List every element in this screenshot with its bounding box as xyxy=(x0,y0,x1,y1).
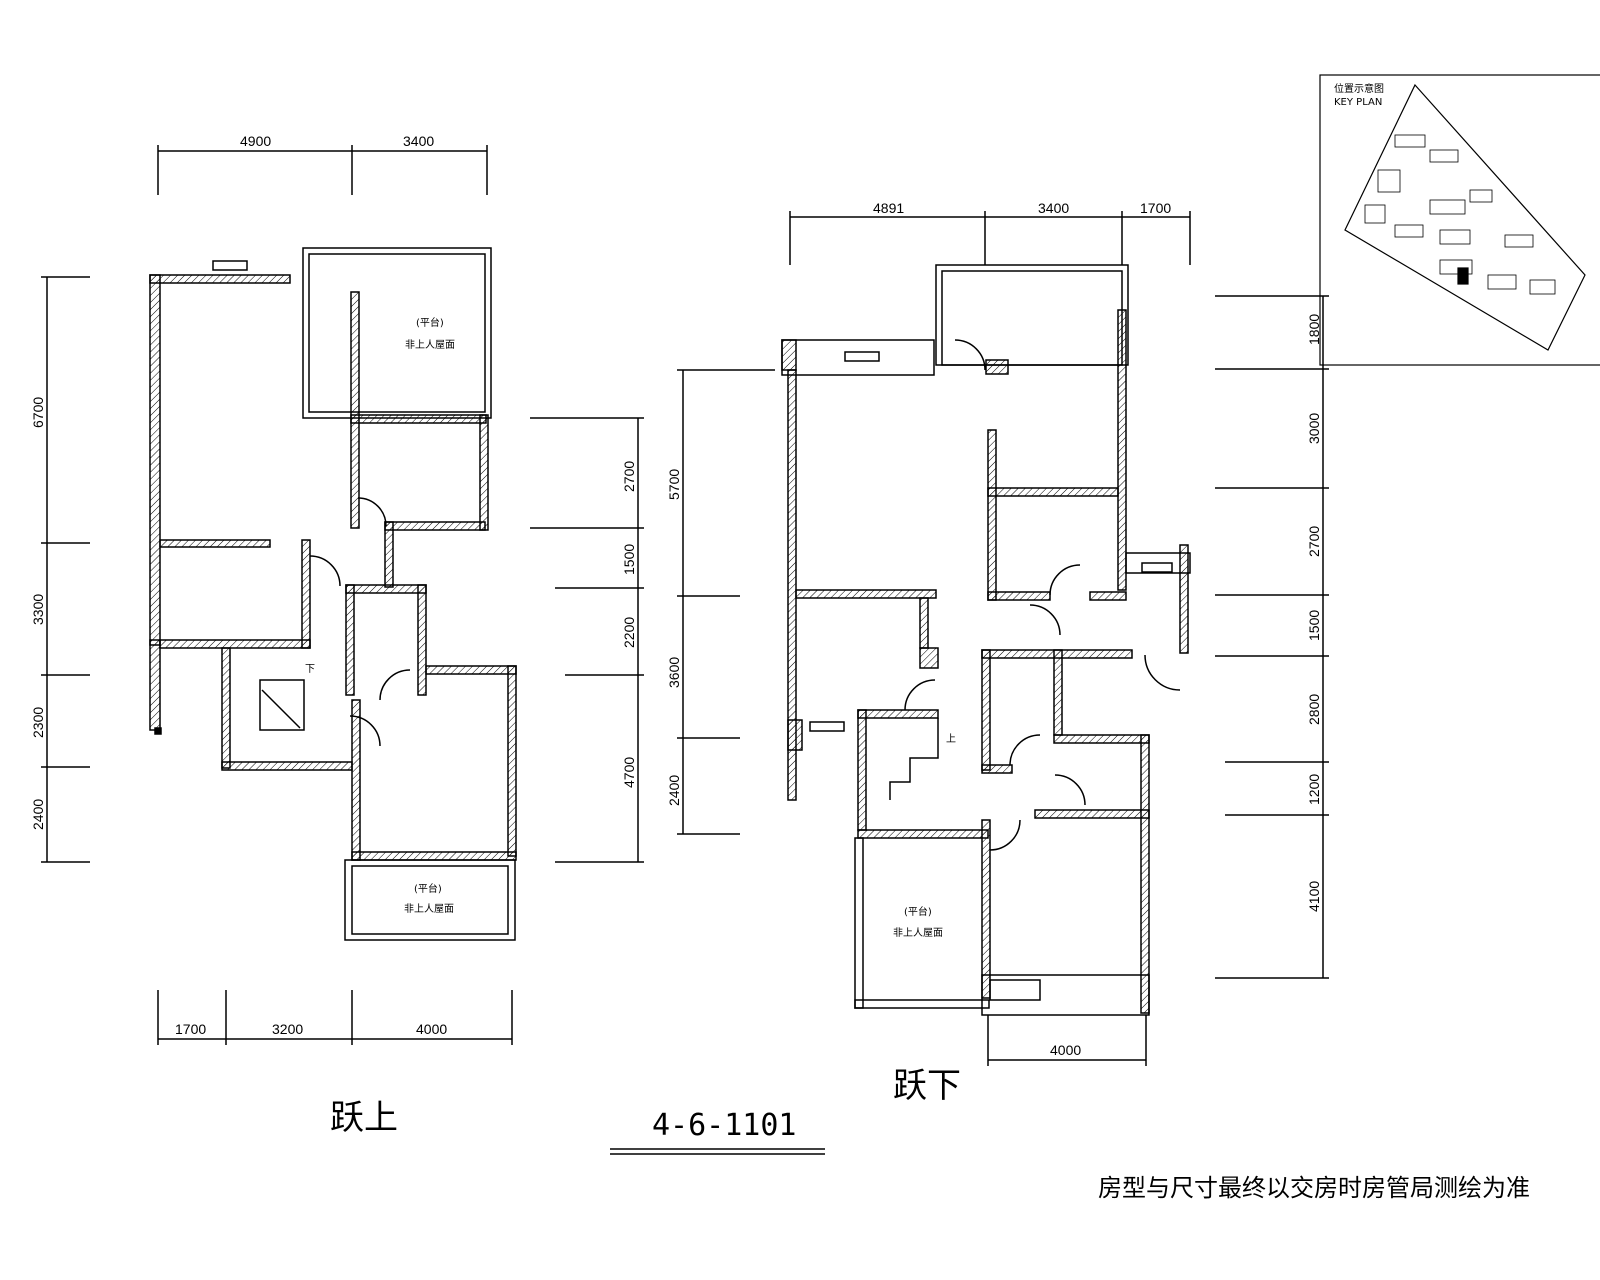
upper-dim-bottom-3: 4000 xyxy=(416,1021,447,1037)
lower-plan-label: 跃下 xyxy=(893,1066,961,1106)
upper-stair-mark: 下 xyxy=(305,664,315,675)
upper-floor-plan xyxy=(41,145,644,1045)
upper-dim-right-4: 4700 xyxy=(621,757,637,788)
upper-dim-left-1: 6700 xyxy=(30,397,46,428)
lower-dim-right-1: 1800 xyxy=(1306,314,1322,345)
upper-dim-top-2: 3400 xyxy=(403,133,434,149)
lower-stair-mark: 上 xyxy=(946,733,956,745)
lower-doors xyxy=(904,339,1181,851)
lower-dim-right-5: 2800 xyxy=(1306,694,1322,725)
key-plan-title: 位置示意图 KEY PLAN xyxy=(1334,83,1384,109)
lower-walls xyxy=(781,264,1191,1016)
upper-dim-left-3: 2300 xyxy=(30,707,46,738)
lower-dim-top-3: 1700 xyxy=(1140,200,1171,216)
upper-bottom-dimension-line xyxy=(157,990,513,1045)
lower-dim-top-1: 4891 xyxy=(873,200,904,216)
upper-dimension-labels: 4900 3400 1700 3200 4000 6700 3300 2300 … xyxy=(30,133,637,1037)
upper-dim-right-1: 2700 xyxy=(621,461,637,492)
upper-doors xyxy=(309,497,411,747)
unit-title-underline xyxy=(610,1148,825,1155)
upper-left-dimension-line xyxy=(41,276,90,863)
lower-dim-bottom-1: 4000 xyxy=(1050,1042,1081,1058)
upper-dim-bottom-1: 1700 xyxy=(175,1021,206,1037)
lower-dim-right-4: 1500 xyxy=(1306,610,1322,641)
lower-window-left xyxy=(809,721,845,732)
lower-bottom-dimension-line xyxy=(987,1015,1147,1066)
key-plan-title-cn: 位置示意图 xyxy=(1334,84,1384,95)
lower-dim-left-2: 3600 xyxy=(666,657,682,688)
lower-dim-right-7: 4100 xyxy=(1306,881,1322,912)
upper-terrace-bottom-label-2: 非上人屋面 xyxy=(404,903,454,915)
lower-window-top xyxy=(844,351,880,362)
lower-right-dimension-line xyxy=(1215,295,1329,979)
lower-left-dimension-line xyxy=(677,369,775,835)
lower-window-right xyxy=(1141,562,1173,573)
lower-floor-plan xyxy=(677,211,1329,1066)
lower-dim-right-3: 2700 xyxy=(1306,526,1322,557)
upper-top-dimension-line xyxy=(157,145,488,195)
upper-terrace-bottom-label-1: (平台) xyxy=(414,882,442,895)
upper-dim-top-1: 4900 xyxy=(240,133,271,149)
upper-right-dimension-line xyxy=(530,417,644,863)
upper-terrace-top-label-1: (平台) xyxy=(416,316,444,329)
lower-terrace-label-2: 非上人屋面 xyxy=(893,927,943,939)
upper-walls xyxy=(149,247,517,941)
key-plan xyxy=(1319,74,1600,366)
upper-dim-right-3: 2200 xyxy=(621,617,637,648)
upper-dim-right-2: 1500 xyxy=(621,544,637,575)
upper-window-top xyxy=(212,260,248,271)
disclaimer-note: 房型与尺寸最终以交房时房管局测绘为准 xyxy=(1098,1174,1530,1202)
upper-dim-bottom-2: 3200 xyxy=(272,1021,303,1037)
lower-top-dimension-line xyxy=(789,211,1191,265)
lower-dimension-labels: 4891 3400 1700 4000 5700 3600 2400 1800 … xyxy=(666,200,1322,1058)
lower-dim-right-6: 1200 xyxy=(1306,774,1322,805)
lower-terrace-label-1: (平台) xyxy=(904,905,932,918)
key-plan-title-en: KEY PLAN xyxy=(1334,97,1383,108)
upper-plan-label: 跃上 xyxy=(330,1098,398,1138)
lower-dim-left-3: 2400 xyxy=(666,775,682,806)
lower-dim-top-2: 3400 xyxy=(1038,200,1069,216)
lower-dim-right-2: 3000 xyxy=(1306,413,1322,444)
upper-terrace-top-label-2: 非上人屋面 xyxy=(405,339,455,351)
unit-number-title: 4-6-1101 xyxy=(652,1108,797,1143)
upper-dim-left-4: 2400 xyxy=(30,799,46,830)
lower-dim-left-1: 5700 xyxy=(666,469,682,500)
upper-dim-left-2: 3300 xyxy=(30,594,46,625)
